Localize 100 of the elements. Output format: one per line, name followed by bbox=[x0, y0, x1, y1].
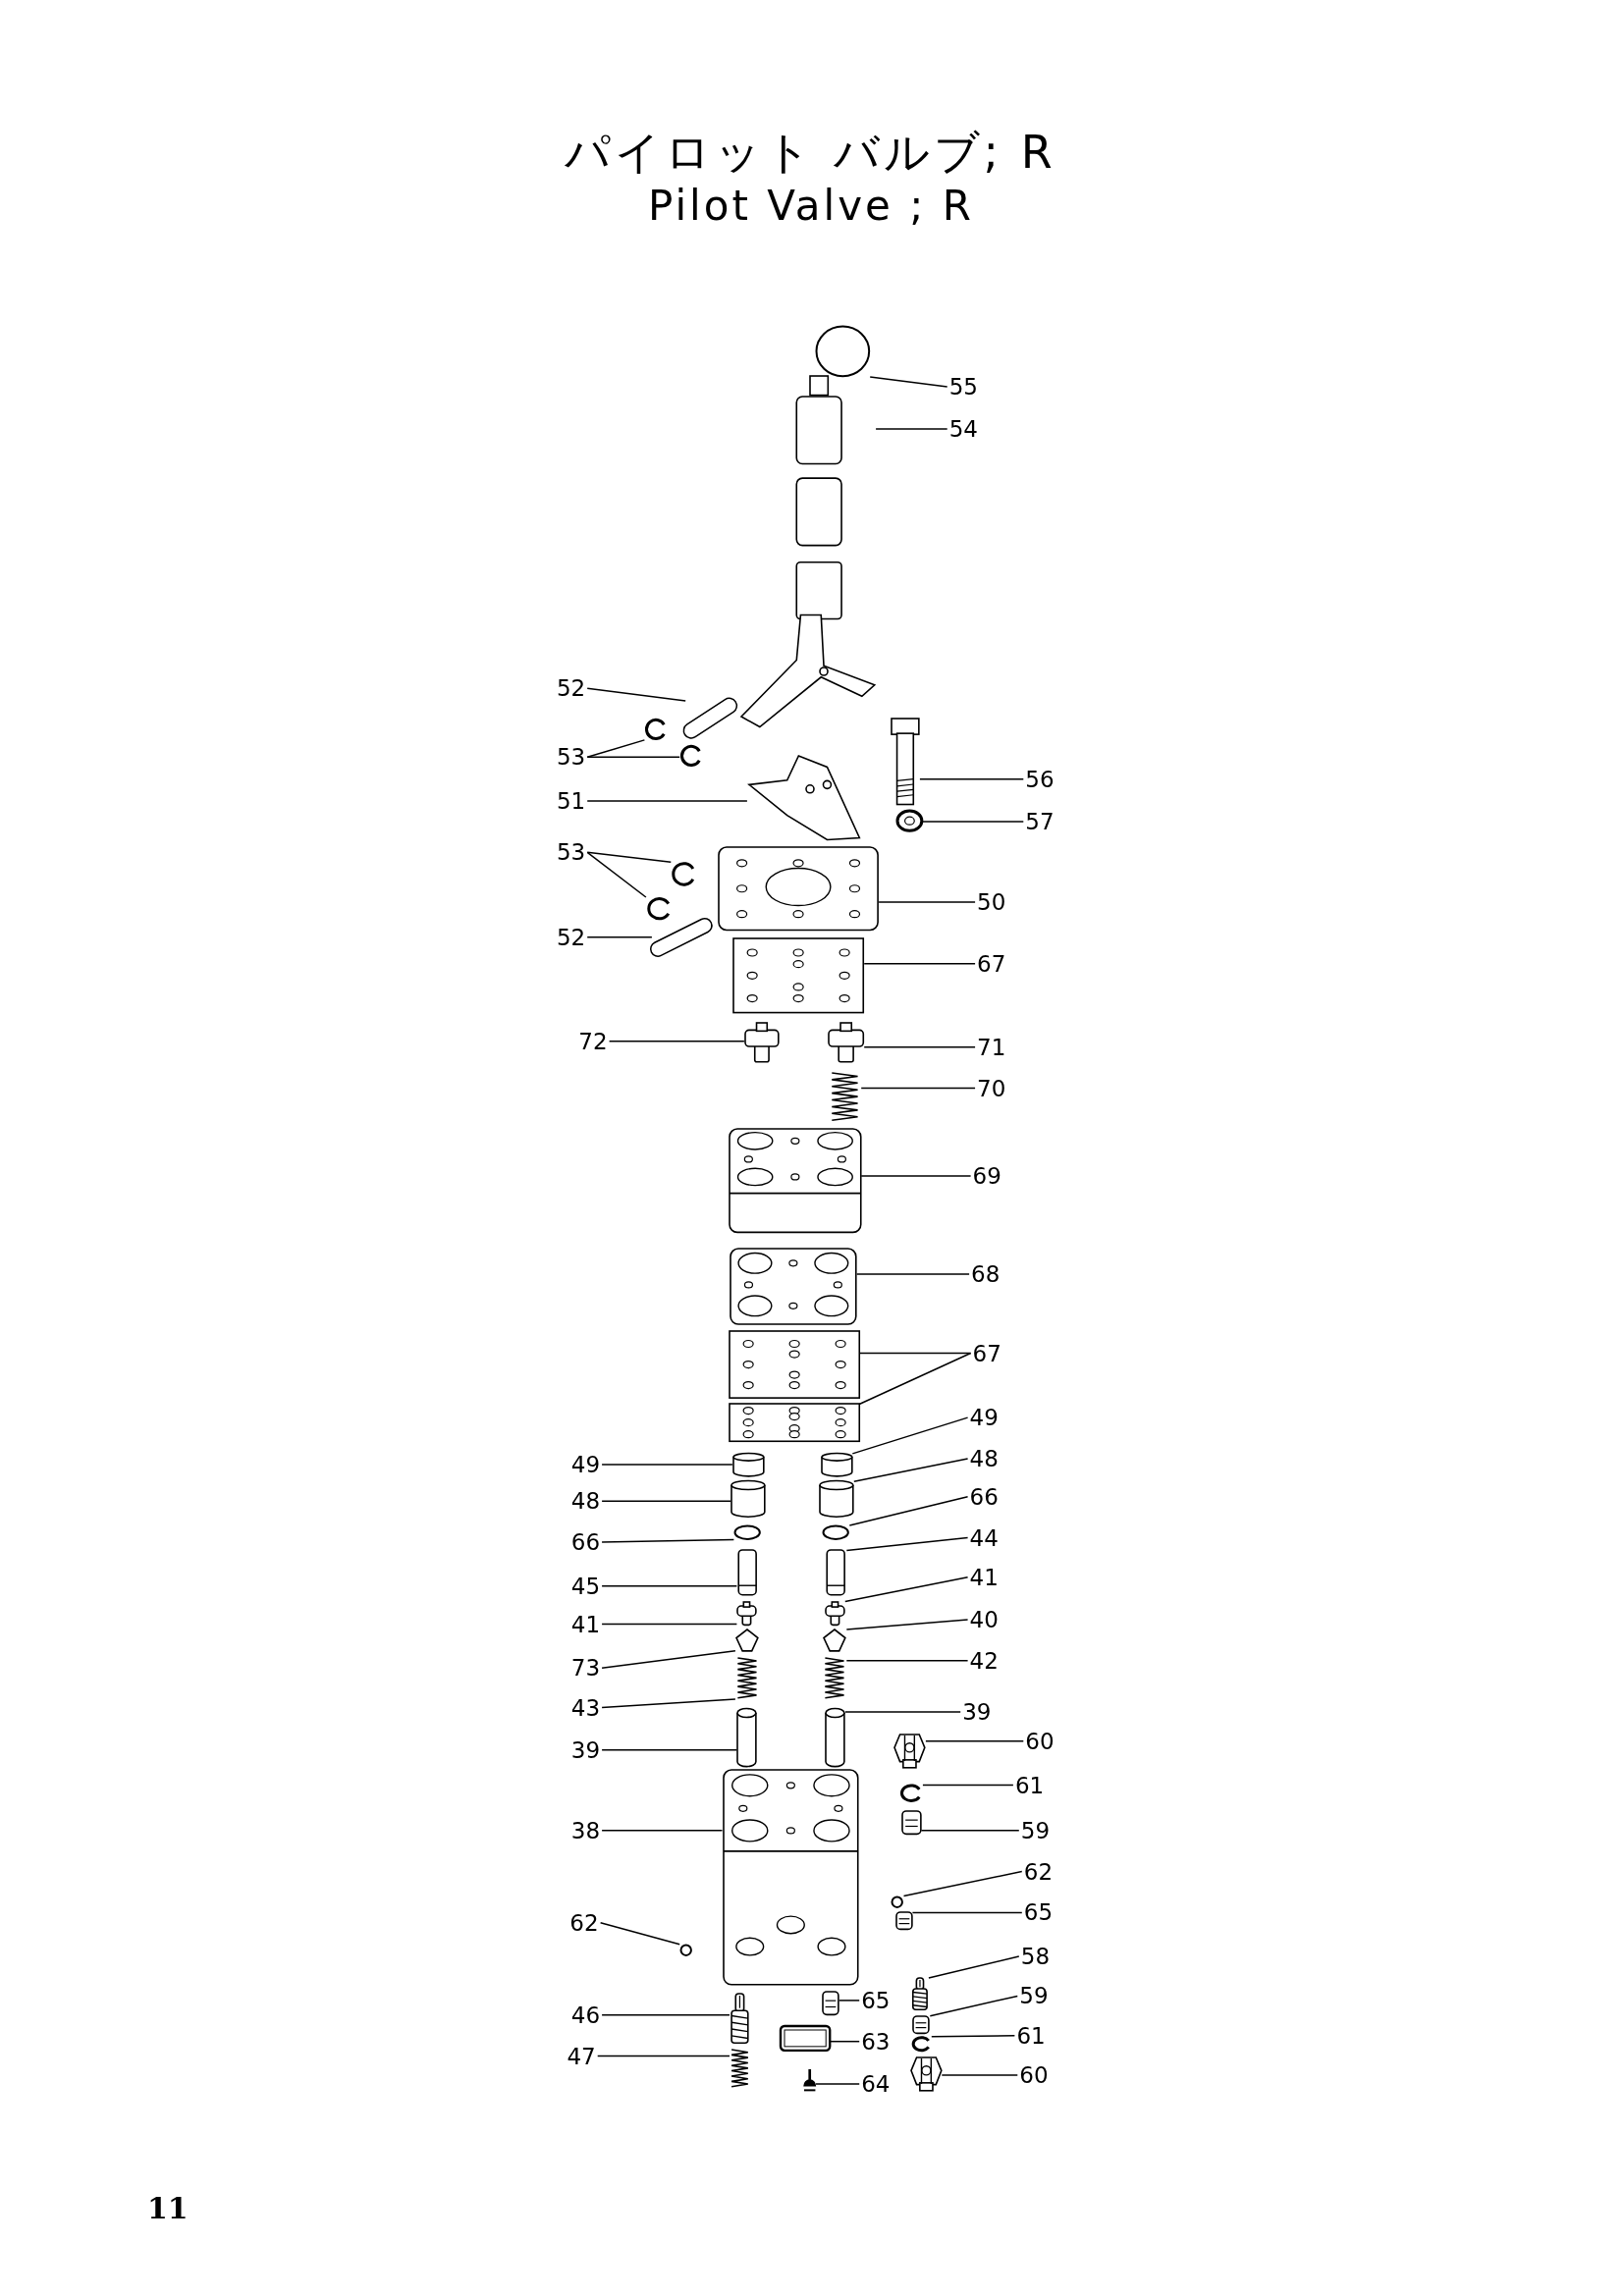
callout-number: 51 bbox=[556, 788, 586, 815]
leader-line bbox=[922, 1784, 1014, 1787]
callout-number: 42 bbox=[969, 1647, 999, 1674]
leader-line bbox=[845, 1536, 969, 1552]
callout-number: 62 bbox=[569, 1909, 599, 1936]
leader-line bbox=[911, 1911, 1023, 1914]
callout-number: 65 bbox=[861, 1987, 891, 2013]
leader-line bbox=[601, 1464, 733, 1466]
callout-number: 52 bbox=[556, 675, 586, 702]
leader-line bbox=[848, 1495, 969, 1526]
leader-line bbox=[586, 851, 647, 898]
snap-ring-drawing bbox=[644, 718, 669, 741]
bushing-drawing bbox=[819, 1480, 854, 1518]
callout-number: 47 bbox=[567, 2043, 596, 2069]
callout-number: 61 bbox=[1016, 2022, 1046, 2049]
callout-number: 54 bbox=[948, 416, 978, 443]
seal-drawing bbox=[731, 1452, 765, 1476]
leader-line bbox=[858, 1352, 972, 1405]
callout-number: 56 bbox=[1025, 766, 1055, 792]
nut-drawing bbox=[824, 1600, 845, 1626]
stem-drawing bbox=[824, 1707, 845, 1767]
leader-line bbox=[815, 2083, 860, 2085]
callout-number: 58 bbox=[1020, 1944, 1051, 1970]
callout-number: 73 bbox=[570, 1655, 601, 1682]
leader-line bbox=[601, 1623, 738, 1626]
leader-line bbox=[601, 1500, 732, 1502]
leader-line bbox=[586, 739, 646, 759]
snap-ring-drawing bbox=[679, 743, 704, 768]
pusher-drawing bbox=[827, 1022, 865, 1064]
washer-drawing bbox=[896, 810, 923, 832]
callout-number: 53 bbox=[556, 839, 586, 866]
casing-drawing bbox=[728, 1127, 862, 1234]
callout-number: 43 bbox=[570, 1694, 601, 1721]
gasket-drawing bbox=[731, 936, 865, 1014]
seat-drawing bbox=[823, 1629, 847, 1652]
snap-ring-drawing bbox=[645, 896, 673, 922]
callout-number: 67 bbox=[972, 1340, 1001, 1366]
leader-line bbox=[860, 1087, 976, 1090]
callout-number: 40 bbox=[969, 1607, 999, 1632]
callout-number: 66 bbox=[969, 1483, 999, 1510]
o-ring-drawing bbox=[733, 1524, 762, 1541]
leader-line bbox=[830, 2040, 860, 2043]
leader-line bbox=[941, 2074, 1019, 2076]
leader-line bbox=[844, 1576, 969, 1603]
knob-drawing bbox=[814, 325, 871, 378]
callout-number: 39 bbox=[570, 1736, 601, 1763]
plug-drawing bbox=[912, 2014, 931, 2035]
leader-line bbox=[922, 821, 1025, 823]
callout-number: 66 bbox=[570, 1528, 601, 1555]
leader-line bbox=[608, 1040, 745, 1042]
leader-line bbox=[855, 1273, 970, 1275]
callout-number: 59 bbox=[1019, 1983, 1049, 2009]
leader-line bbox=[844, 1711, 961, 1713]
callout-number: 69 bbox=[972, 1163, 1001, 1189]
leader-line bbox=[919, 777, 1025, 780]
plate-drawing bbox=[718, 846, 880, 932]
page-number: 11 bbox=[147, 2191, 189, 2225]
leader-line bbox=[601, 1830, 724, 1832]
callout-number: 46 bbox=[570, 2002, 601, 2028]
pin-drawing bbox=[685, 700, 735, 737]
callout-number: 63 bbox=[861, 2028, 891, 2055]
subtitle: Pilot Valve ; R bbox=[648, 182, 974, 230]
leader-line bbox=[596, 2055, 730, 2057]
callout-number: 70 bbox=[977, 1075, 1006, 1101]
title: パイロット バルブ; R bbox=[565, 125, 1056, 181]
leader-line bbox=[869, 376, 948, 388]
callout-number: 52 bbox=[556, 924, 586, 950]
o-ring-drawing bbox=[821, 1524, 850, 1541]
leader-line bbox=[601, 1538, 735, 1543]
callout-number: 55 bbox=[948, 373, 978, 400]
leader-line bbox=[845, 1660, 969, 1662]
callout-number: 49 bbox=[570, 1451, 601, 1477]
snap-ring-drawing bbox=[910, 2035, 932, 2053]
ball-drawing bbox=[891, 1895, 904, 1908]
callout-number: 50 bbox=[977, 889, 1006, 915]
leader-line bbox=[601, 1584, 738, 1587]
leader-line bbox=[601, 1698, 736, 1709]
leader-line bbox=[601, 1650, 736, 1669]
leader-line bbox=[851, 1416, 969, 1455]
callout-number: 68 bbox=[971, 1260, 1001, 1287]
seat-drawing bbox=[734, 1629, 759, 1652]
leader-line bbox=[586, 936, 653, 938]
leader-line bbox=[599, 1922, 680, 1946]
callout-number: 62 bbox=[1023, 1858, 1054, 1885]
spring-drawing bbox=[734, 1656, 759, 1701]
plug-drawing bbox=[900, 1810, 922, 1836]
pin-drawing bbox=[651, 919, 711, 955]
leader-line bbox=[845, 1619, 969, 1630]
leader-line bbox=[601, 2014, 730, 2016]
plug-drawing bbox=[909, 2056, 943, 2092]
leader-line bbox=[586, 851, 673, 863]
callout-number: 48 bbox=[570, 1488, 601, 1515]
plug-drawing bbox=[821, 1990, 839, 2015]
callout-number: 38 bbox=[570, 1817, 601, 1843]
leader-line bbox=[586, 756, 680, 759]
leader-line bbox=[929, 1995, 1019, 2017]
callout-number: 65 bbox=[1023, 1899, 1054, 1926]
callout-number: 60 bbox=[1019, 2062, 1049, 2088]
leader-line bbox=[586, 800, 748, 802]
ball-drawing bbox=[679, 1943, 693, 1957]
